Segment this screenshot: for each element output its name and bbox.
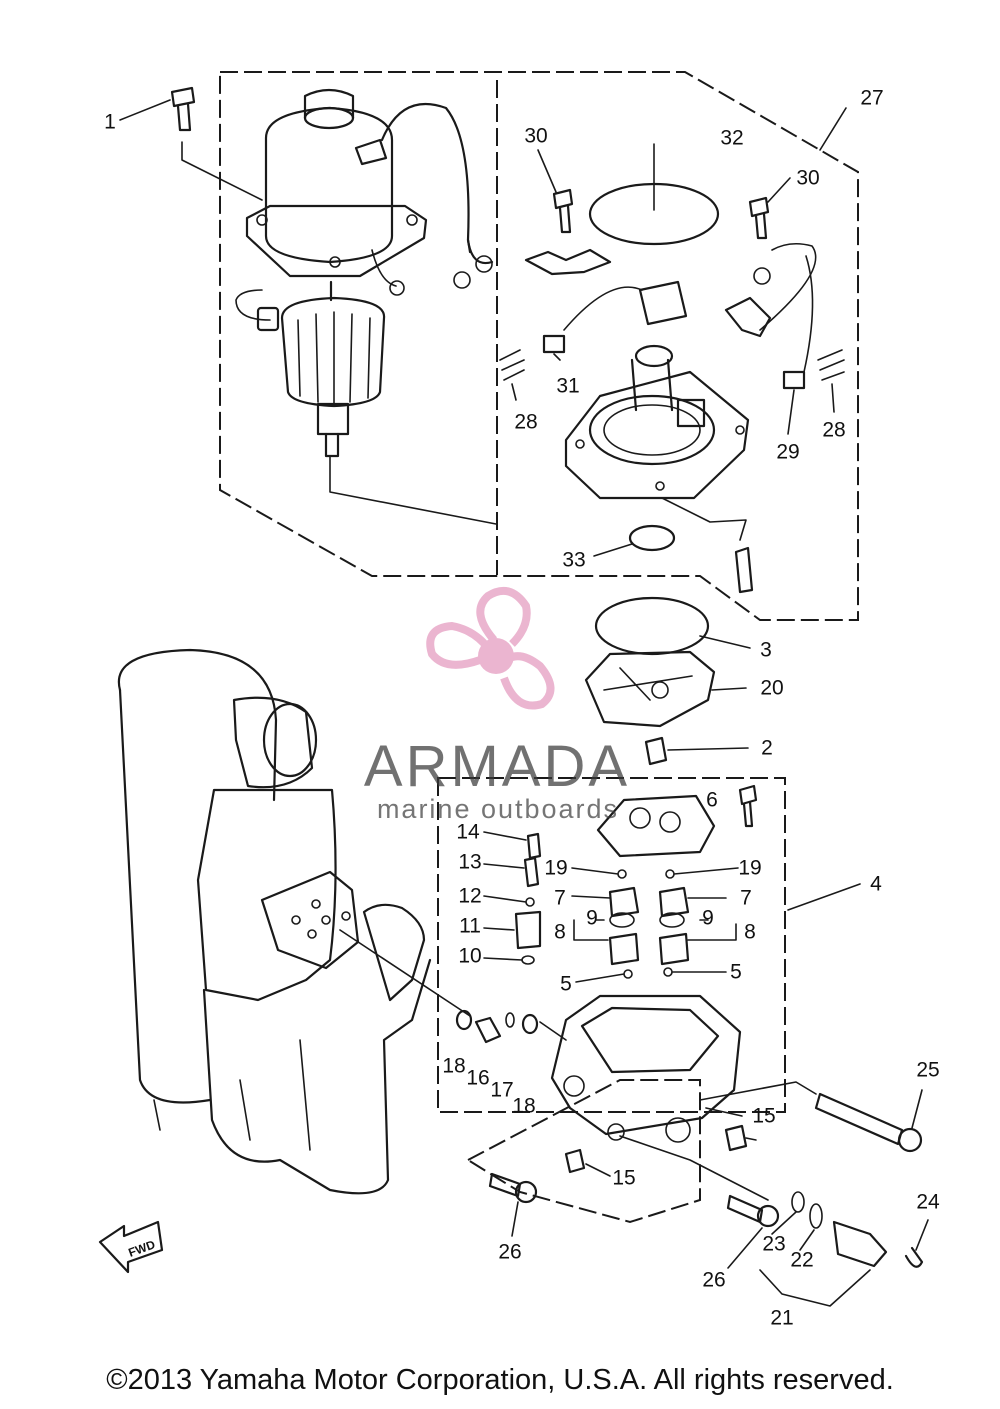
- callout-28: 28: [514, 411, 537, 434]
- callout-14: 14: [456, 821, 480, 844]
- callout-16: 16: [466, 1067, 489, 1090]
- callout-18: 18: [442, 1055, 465, 1078]
- callout-1: 1: [104, 111, 116, 134]
- propeller-logo: [426, 586, 555, 710]
- callout-12: 12: [458, 885, 481, 908]
- propeller-blade-top: [476, 586, 531, 647]
- propeller-blade-left: [426, 621, 492, 669]
- callout-6: 6: [706, 789, 718, 812]
- pump-assembly-boundary: [437, 777, 786, 1113]
- propeller-hub: [478, 638, 514, 674]
- propeller-blade-right: [500, 652, 555, 710]
- callout-18: 18: [512, 1095, 535, 1118]
- callout-30: 30: [796, 167, 819, 190]
- callout-33: 33: [562, 549, 585, 572]
- callout-7: 7: [740, 887, 752, 910]
- o-ring-large: [594, 596, 710, 656]
- cover-bolt: [734, 546, 754, 594]
- motor-assembly-boundary: [219, 71, 859, 621]
- end-cover: [564, 344, 750, 541]
- callout-3: 3: [760, 639, 772, 662]
- callout-15: 15: [612, 1167, 635, 1190]
- callout-9: 9: [702, 907, 714, 930]
- valve-2: [644, 736, 668, 766]
- leader-lines: [119, 99, 929, 1307]
- brand-tagline: marine outboards: [377, 794, 619, 824]
- motor-yoke: [245, 88, 494, 296]
- tilt-cylinder: [117, 648, 432, 1195]
- shaft-leader: [329, 455, 497, 525]
- callout-11: 11: [459, 915, 481, 938]
- reservoir-plate: [596, 794, 716, 858]
- callout-2: 2: [761, 737, 773, 760]
- fwd-arrow: FWD: [98, 1220, 164, 1274]
- bolt-6: [738, 784, 758, 828]
- callout-19: 19: [738, 857, 761, 880]
- callout-30: 30: [524, 125, 547, 148]
- oil-seal: [628, 524, 676, 552]
- pump-internals: [514, 832, 690, 979]
- check-fittings: [455, 1009, 539, 1044]
- callout-24: 24: [916, 1191, 940, 1214]
- callout-23: 23: [762, 1233, 785, 1256]
- armada-watermark: ARMADA marine outboards: [364, 586, 630, 824]
- callout-15: 15: [752, 1105, 775, 1128]
- callout-5: 5: [560, 973, 572, 996]
- callout-5: 5: [730, 961, 742, 984]
- callout-31: 31: [556, 375, 579, 398]
- callout-17: 17: [490, 1079, 513, 1102]
- copyright-notice: ©2013 Yamaha Motor Corporation, U.S.A. A…: [106, 1364, 894, 1396]
- callout-26: 26: [498, 1241, 521, 1264]
- filter-plate: [584, 650, 716, 728]
- callout-26: 26: [702, 1269, 725, 1292]
- callout-4: 4: [870, 873, 882, 896]
- callout-labels: 1 2 3 4 5 5 6 7 7 8 8 9 9 10 11 12 13 14…: [104, 87, 940, 1330]
- callout-9: 9: [586, 907, 598, 930]
- callout-19: 19: [544, 857, 567, 880]
- pump-housing: [539, 994, 742, 1143]
- callout-27: 27: [860, 87, 883, 110]
- manifold-leader: [339, 929, 471, 1017]
- callout-8: 8: [554, 921, 566, 944]
- callout-28: 28: [822, 419, 845, 442]
- valve-body-boundary: [465, 1079, 701, 1224]
- callout-10: 10: [458, 945, 481, 968]
- brand-name: ARMADA: [364, 734, 630, 799]
- callout-13: 13: [458, 851, 481, 874]
- callout-8: 8: [744, 921, 756, 944]
- armature: [235, 280, 386, 458]
- callout-21: 21: [770, 1307, 793, 1330]
- callout-25: 25: [916, 1059, 939, 1082]
- callout-7: 7: [554, 887, 566, 910]
- callout-32: 32: [720, 127, 743, 150]
- motor-bolt: [170, 86, 263, 201]
- bottom-fittings: [488, 1081, 924, 1268]
- callout-22: 22: [790, 1249, 813, 1272]
- callout-29: 29: [776, 441, 799, 464]
- callout-20: 20: [760, 677, 783, 700]
